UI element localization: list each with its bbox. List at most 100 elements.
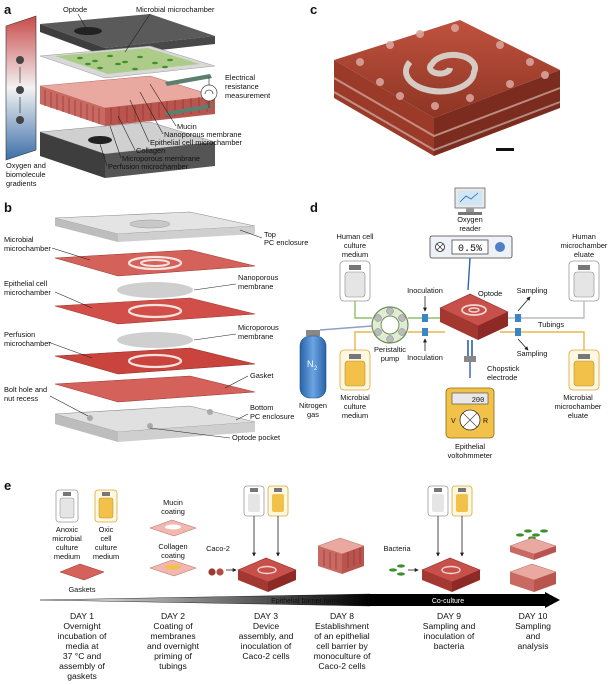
- label-microbial-medium-2: culture: [344, 402, 366, 411]
- oxic-bottle: [94, 489, 118, 523]
- label-epithelial-barrier-formation: Epithelial barrier formation: [271, 598, 353, 605]
- label-human-medium-3: medium: [342, 250, 368, 259]
- microbial-chamber-layer: [39, 45, 216, 79]
- label-voltohmmeter: voltohmmeter: [448, 451, 493, 460]
- day2-line1: Coating of: [153, 621, 193, 631]
- optode-cable: [467, 257, 471, 291]
- label-d-optode: Optode: [478, 289, 502, 298]
- label-oxic-1: Oxic: [99, 525, 114, 534]
- day1-title: DAY 1: [70, 611, 94, 621]
- day9-bottles: [427, 485, 473, 517]
- day1-line2: incubation of: [58, 631, 107, 641]
- label-perfusion: Perfusion microchamber: [108, 162, 189, 171]
- day10-line3: analysis: [517, 641, 548, 651]
- top-pc-enclosure: [54, 211, 256, 242]
- label-collagen-coating-1: Collagen: [158, 542, 187, 551]
- label-b-optode-pocket: Optode pocket: [232, 433, 280, 442]
- label-mucin-coating-1: Mucin: [163, 498, 183, 507]
- label-b-perf-2: microchamber: [4, 339, 51, 348]
- panel-a-letter: a: [4, 2, 12, 17]
- day1-line4: 37 °C and: [63, 651, 102, 661]
- day8-line3: cell barrier by: [316, 641, 368, 651]
- day2-line2: membranes: [150, 631, 195, 641]
- label-oxygen: Oxygen: [457, 215, 482, 224]
- n2-symbol: N: [307, 359, 314, 369]
- day8-line4: monoculture of: [314, 651, 371, 661]
- nitrogen-tank: N 2: [299, 330, 327, 399]
- peristaltic-pump: [371, 306, 409, 344]
- day3-line1: Device: [253, 621, 279, 631]
- day9-device: [421, 557, 481, 592]
- label-reader: reader: [459, 224, 481, 233]
- day1-line3: media at: [66, 641, 100, 651]
- day2-title: DAY 2: [161, 611, 185, 621]
- label-human-eluate-2: microchamber: [561, 241, 608, 250]
- label-inoculation-top: Inoculation: [407, 286, 443, 295]
- day3-title: DAY 3: [254, 611, 278, 621]
- microbial-medium-bottle: [339, 349, 371, 391]
- label-epithelial-chamber: Epithelial cell microchamber: [150, 138, 243, 147]
- panel-c-letter: c: [310, 2, 317, 17]
- bacteria-icon: [389, 564, 405, 576]
- oxygen-reader-device: 0.5%: [429, 235, 513, 259]
- n2-subscript: 2: [314, 366, 318, 372]
- day3-line4: Caco-2 cells: [242, 651, 289, 661]
- day1-line6: gaskets: [67, 671, 97, 681]
- day3-device: [237, 557, 297, 592]
- label-b-bottom-1: Bottom: [250, 403, 273, 412]
- day2-line5: tubings: [159, 661, 187, 671]
- day1-line1: Overnight: [63, 621, 101, 631]
- volt-v: V: [451, 418, 456, 425]
- label-pump: pump: [381, 354, 400, 363]
- label-inoculation-bottom: Inoculation: [407, 353, 443, 362]
- scale-bar: [496, 148, 514, 151]
- day9-line2: inoculation of: [424, 631, 475, 641]
- day10-epithelium-top: [509, 537, 557, 560]
- day10-line2: and: [526, 631, 541, 641]
- mucin-coating-icon: [149, 519, 197, 537]
- label-microbial-eluate-2: microchamber: [555, 402, 602, 411]
- label-nitrogen: Nitrogen: [299, 401, 327, 410]
- label-b-nano-2: membrane: [238, 282, 273, 291]
- label-gaskets: Gaskets: [68, 585, 95, 594]
- panel-b: b: [4, 200, 308, 442]
- label-tubings: Tubings: [538, 320, 564, 329]
- label-top: Top: [264, 230, 276, 239]
- label-sampling-bottom: Sampling: [517, 349, 548, 358]
- panel-a: a: [4, 2, 270, 188]
- day8-line5: Caco-2 cells: [318, 661, 365, 671]
- device-mini: [439, 293, 509, 340]
- label-b-nano-1: Nanoporous: [238, 273, 279, 282]
- day9-line1: Sampling and: [423, 621, 476, 631]
- day9-title: DAY 9: [437, 611, 461, 621]
- label-gradients-1: Oxygen and: [6, 161, 46, 170]
- panel-d: d Oxygen reader 0.5% Human cell culture …: [299, 187, 608, 460]
- panel-b-letter: b: [4, 200, 12, 215]
- label-b-epi-1: Epithelial cell: [4, 279, 47, 288]
- label-b-micro-2: membrane: [238, 332, 273, 341]
- day10-line1: Sampling: [515, 621, 551, 631]
- volt-display: 200: [472, 397, 485, 405]
- label-human-eluate-3: eluate: [574, 250, 594, 259]
- panel-c: c: [310, 2, 606, 188]
- chopstick-electrode: [464, 340, 476, 378]
- timeline: Epithelial barrier formation Co-culture: [39, 592, 560, 608]
- label-optode: Optode: [63, 5, 87, 14]
- label-top-pc: PC enclosure: [264, 238, 308, 247]
- day8-line2: of an epithelial: [314, 631, 370, 641]
- gasket-plate: [54, 375, 256, 403]
- anoxic-bottle: [55, 489, 79, 523]
- label-oxic-2: cell: [100, 534, 111, 543]
- label-gas: gas: [307, 410, 319, 419]
- day8-title: DAY 8: [330, 611, 354, 621]
- indicator-light: [495, 242, 505, 252]
- electrode-bars: [165, 74, 218, 116]
- oxygen-reading: 0.5%: [458, 244, 482, 255]
- label-epithelial: Epithelial: [455, 442, 485, 451]
- human-medium-bottle: [339, 260, 371, 302]
- day9-line3: bacteria: [434, 641, 465, 651]
- nanoporous-membrane: [117, 282, 193, 298]
- bottom-pc-enclosure: [54, 405, 256, 442]
- label-microbial-microchamber: Microbial microchamber: [136, 5, 215, 14]
- label-b-bolt-2: nut recess: [4, 394, 38, 403]
